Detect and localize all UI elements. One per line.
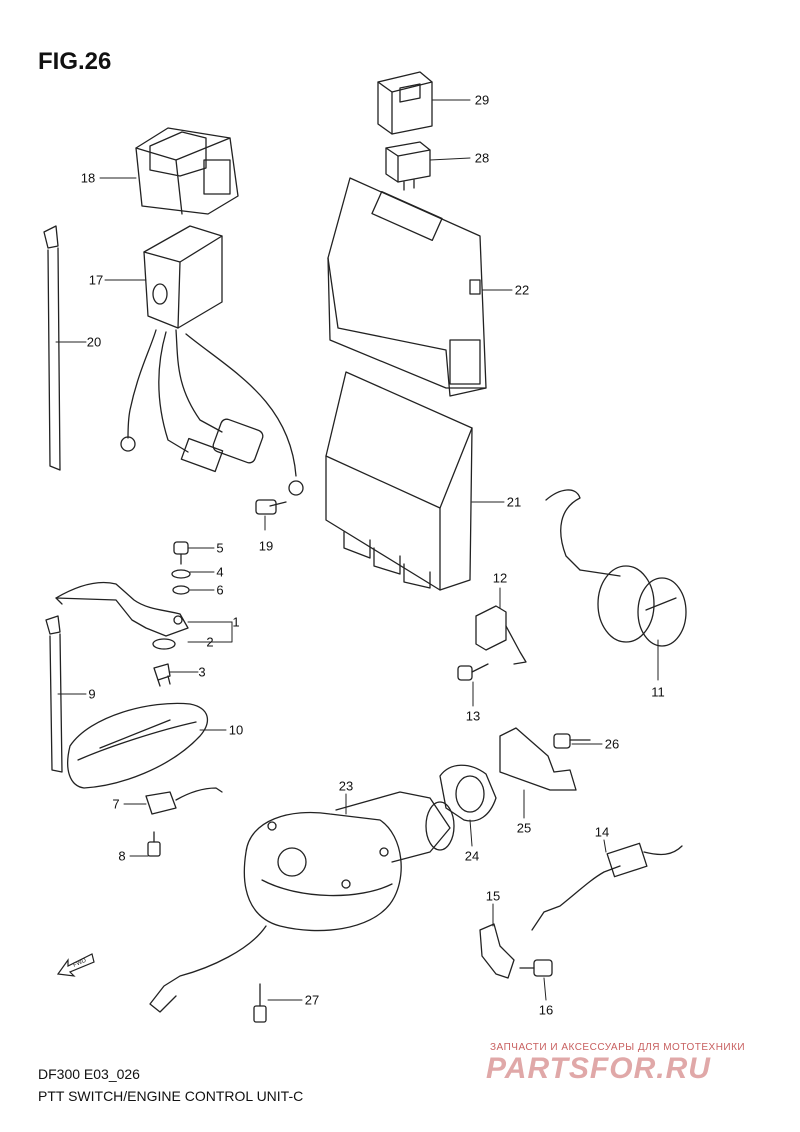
callout-7[interactable]: 7 xyxy=(112,796,120,812)
callout-25[interactable]: 25 xyxy=(516,820,532,836)
part-1-trim-sender[interactable] xyxy=(55,581,189,637)
part-15-clamp[interactable] xyxy=(479,923,515,979)
part-4-washer[interactable] xyxy=(171,569,191,579)
callout-6[interactable]: 6 xyxy=(216,582,224,598)
callout-11[interactable]: 11 xyxy=(651,684,665,700)
callout-4[interactable]: 4 xyxy=(216,564,224,580)
part-18-cover[interactable] xyxy=(135,127,239,215)
callout-18[interactable]: 18 xyxy=(80,170,96,186)
part-8-screw[interactable] xyxy=(147,831,161,857)
callout-12[interactable]: 12 xyxy=(492,570,508,586)
callout-19[interactable]: 19 xyxy=(258,538,274,554)
part-21-ecu[interactable] xyxy=(325,371,473,591)
part-25-bracket[interactable] xyxy=(499,727,577,791)
watermark-tagline: ЗАПЧАСТИ И АКСЕССУАРЫ ДЛЯ МОТОТЕХНИКИ xyxy=(490,1042,746,1053)
callout-16[interactable]: 16 xyxy=(538,1002,554,1018)
part-10-ptt-switch-housing[interactable] xyxy=(67,702,209,789)
part-24-grommet[interactable] xyxy=(439,764,497,822)
part-9-cable-tie[interactable] xyxy=(45,615,63,773)
part-26-bolt[interactable] xyxy=(553,733,591,749)
callout-27[interactable]: 27 xyxy=(304,992,320,1008)
part-2-washer[interactable] xyxy=(152,638,176,650)
callout-21[interactable]: 21 xyxy=(506,494,522,510)
figure-caption: PTT SWITCH/ENGINE CONTROL UNIT-C xyxy=(38,1088,304,1104)
fwd-arrow-icon: FWD xyxy=(56,953,95,977)
callout-26[interactable]: 26 xyxy=(604,736,620,752)
part-29-relay[interactable] xyxy=(377,71,433,135)
part-17-unit-harness[interactable] xyxy=(120,225,304,496)
part-5-screw[interactable] xyxy=(173,541,189,565)
callout-5[interactable]: 5 xyxy=(216,540,224,556)
part-11-main-switch[interactable] xyxy=(545,489,687,647)
model-code: DF300 E03_026 xyxy=(38,1066,140,1082)
part-27-bolt[interactable] xyxy=(253,983,267,1023)
callout-13[interactable]: 13 xyxy=(465,708,481,724)
part-7-ptt-switch[interactable] xyxy=(145,787,223,815)
leader-lines xyxy=(55,99,659,1001)
part-3-clip[interactable] xyxy=(153,663,171,687)
callout-14[interactable]: 14 xyxy=(594,824,610,840)
part-12-clamp[interactable] xyxy=(475,605,527,665)
part-19-screw[interactable] xyxy=(255,499,287,515)
part-16-bolt[interactable] xyxy=(519,959,553,977)
part-23-trim-motor[interactable] xyxy=(149,791,455,1013)
part-28-relay[interactable] xyxy=(385,141,431,191)
part-20-cable-tie[interactable] xyxy=(43,225,61,471)
figure-title: FIG.26 xyxy=(38,48,112,75)
callout-29[interactable]: 29 xyxy=(474,92,490,108)
callout-9[interactable]: 9 xyxy=(88,686,96,702)
part-14-harness[interactable] xyxy=(531,842,683,931)
callout-20[interactable]: 20 xyxy=(86,334,102,350)
fwd-label: FWD xyxy=(72,958,88,969)
callout-28[interactable]: 28 xyxy=(474,150,490,166)
part-13-bolt[interactable] xyxy=(457,663,489,681)
callout-22[interactable]: 22 xyxy=(514,282,530,298)
callout-15[interactable]: 15 xyxy=(485,888,501,904)
callout-2[interactable]: 2 xyxy=(206,634,214,650)
callout-3[interactable]: 3 xyxy=(198,664,206,680)
callout-24[interactable]: 24 xyxy=(464,848,480,864)
callout-8[interactable]: 8 xyxy=(118,848,126,864)
part-6-washer[interactable] xyxy=(172,585,190,595)
callout-17[interactable]: 17 xyxy=(88,272,104,288)
callout-23[interactable]: 23 xyxy=(338,778,354,794)
part-22-ecu-cover[interactable] xyxy=(327,177,487,397)
callout-10[interactable]: 10 xyxy=(228,722,244,738)
callout-1[interactable]: 1 xyxy=(232,614,240,630)
watermark-logo: PARTSFOR.RU xyxy=(486,1052,711,1085)
